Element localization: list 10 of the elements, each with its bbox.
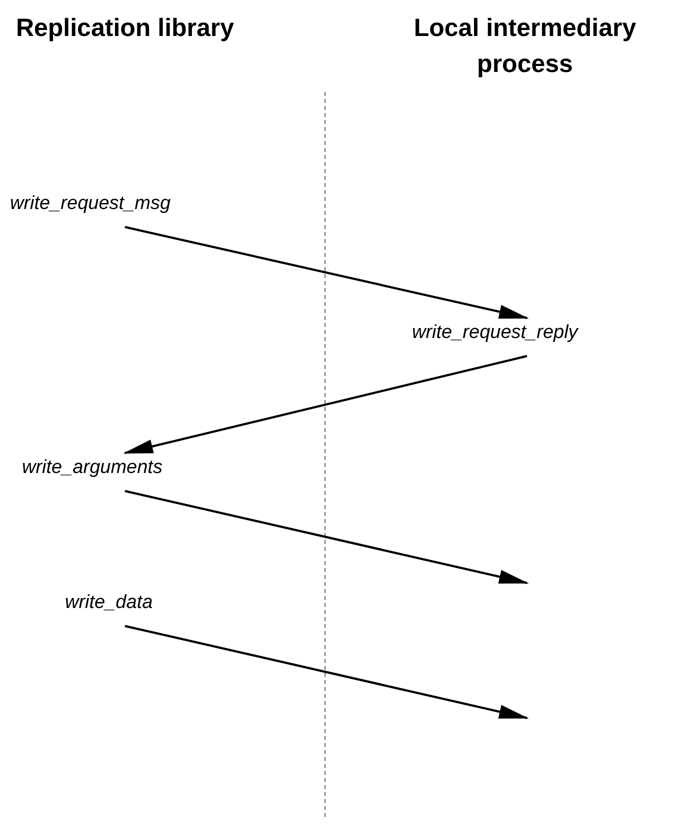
column-header: Replication library: [14, 13, 236, 44]
message-arrow: [124, 226, 529, 320]
column-header: Local intermediary process: [412, 13, 638, 80]
message-label: write_data: [65, 592, 153, 614]
message-label: write_request_msg: [10, 193, 171, 215]
message-label: write_request_reply: [412, 322, 578, 344]
message-arrow: [123, 354, 528, 454]
message-arrow: [124, 624, 529, 720]
message-arrow: [124, 490, 529, 584]
message-label: write_arguments: [22, 457, 162, 479]
